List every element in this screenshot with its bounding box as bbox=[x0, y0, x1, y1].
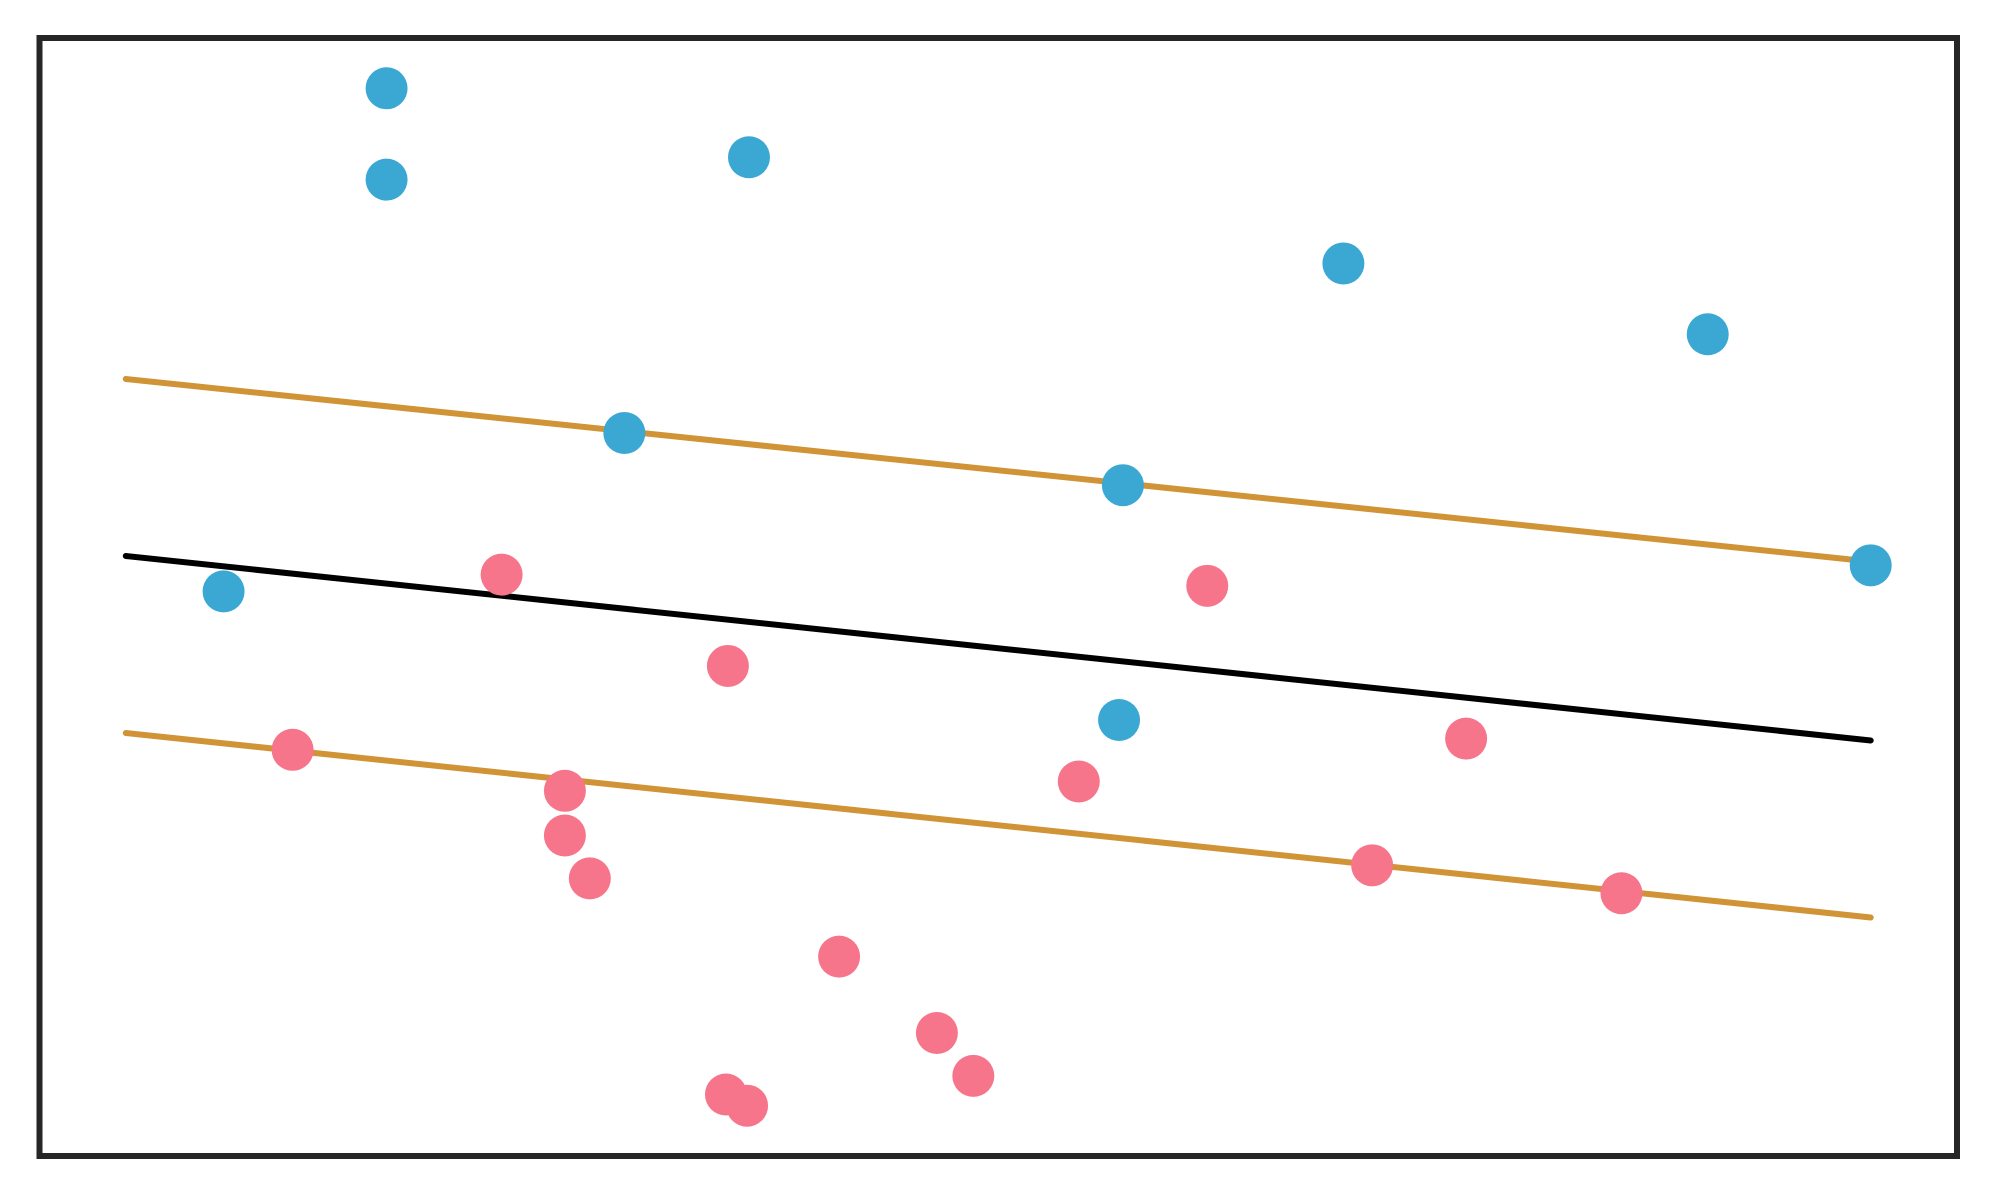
class-a-point bbox=[1101, 464, 1144, 507]
class-a-point bbox=[727, 136, 770, 179]
decision-boundary-line bbox=[122, 553, 1874, 744]
class-a-point bbox=[1098, 698, 1141, 741]
class-b-point bbox=[726, 1084, 769, 1127]
class-a-point bbox=[365, 67, 408, 110]
class-b-point bbox=[1351, 844, 1394, 887]
upper-margin-line bbox=[122, 375, 1874, 565]
class-b-point bbox=[1600, 872, 1643, 915]
class-b-point bbox=[915, 1012, 958, 1055]
class-b-point bbox=[706, 644, 749, 687]
class-a-point bbox=[603, 412, 646, 455]
plot-frame bbox=[36, 35, 1960, 1159]
points-layer bbox=[202, 67, 1892, 1127]
class-a-point bbox=[1686, 313, 1729, 356]
class-a-point bbox=[365, 158, 408, 201]
class-b-point bbox=[818, 935, 861, 978]
class-b-point bbox=[1057, 760, 1100, 803]
class-a-point bbox=[1322, 242, 1365, 285]
class-b-point bbox=[543, 769, 586, 812]
class-b-point bbox=[480, 553, 523, 596]
class-a-point bbox=[202, 570, 245, 613]
class-b-point bbox=[1445, 717, 1488, 760]
class-b-point bbox=[543, 814, 586, 857]
class-b-point bbox=[1186, 564, 1229, 607]
class-b-point bbox=[568, 857, 611, 900]
class-b-point bbox=[952, 1054, 995, 1097]
lines-layer bbox=[122, 375, 1874, 921]
lower-margin-line bbox=[122, 730, 1874, 921]
class-a-point bbox=[1849, 544, 1892, 587]
class-b-point bbox=[271, 728, 314, 771]
